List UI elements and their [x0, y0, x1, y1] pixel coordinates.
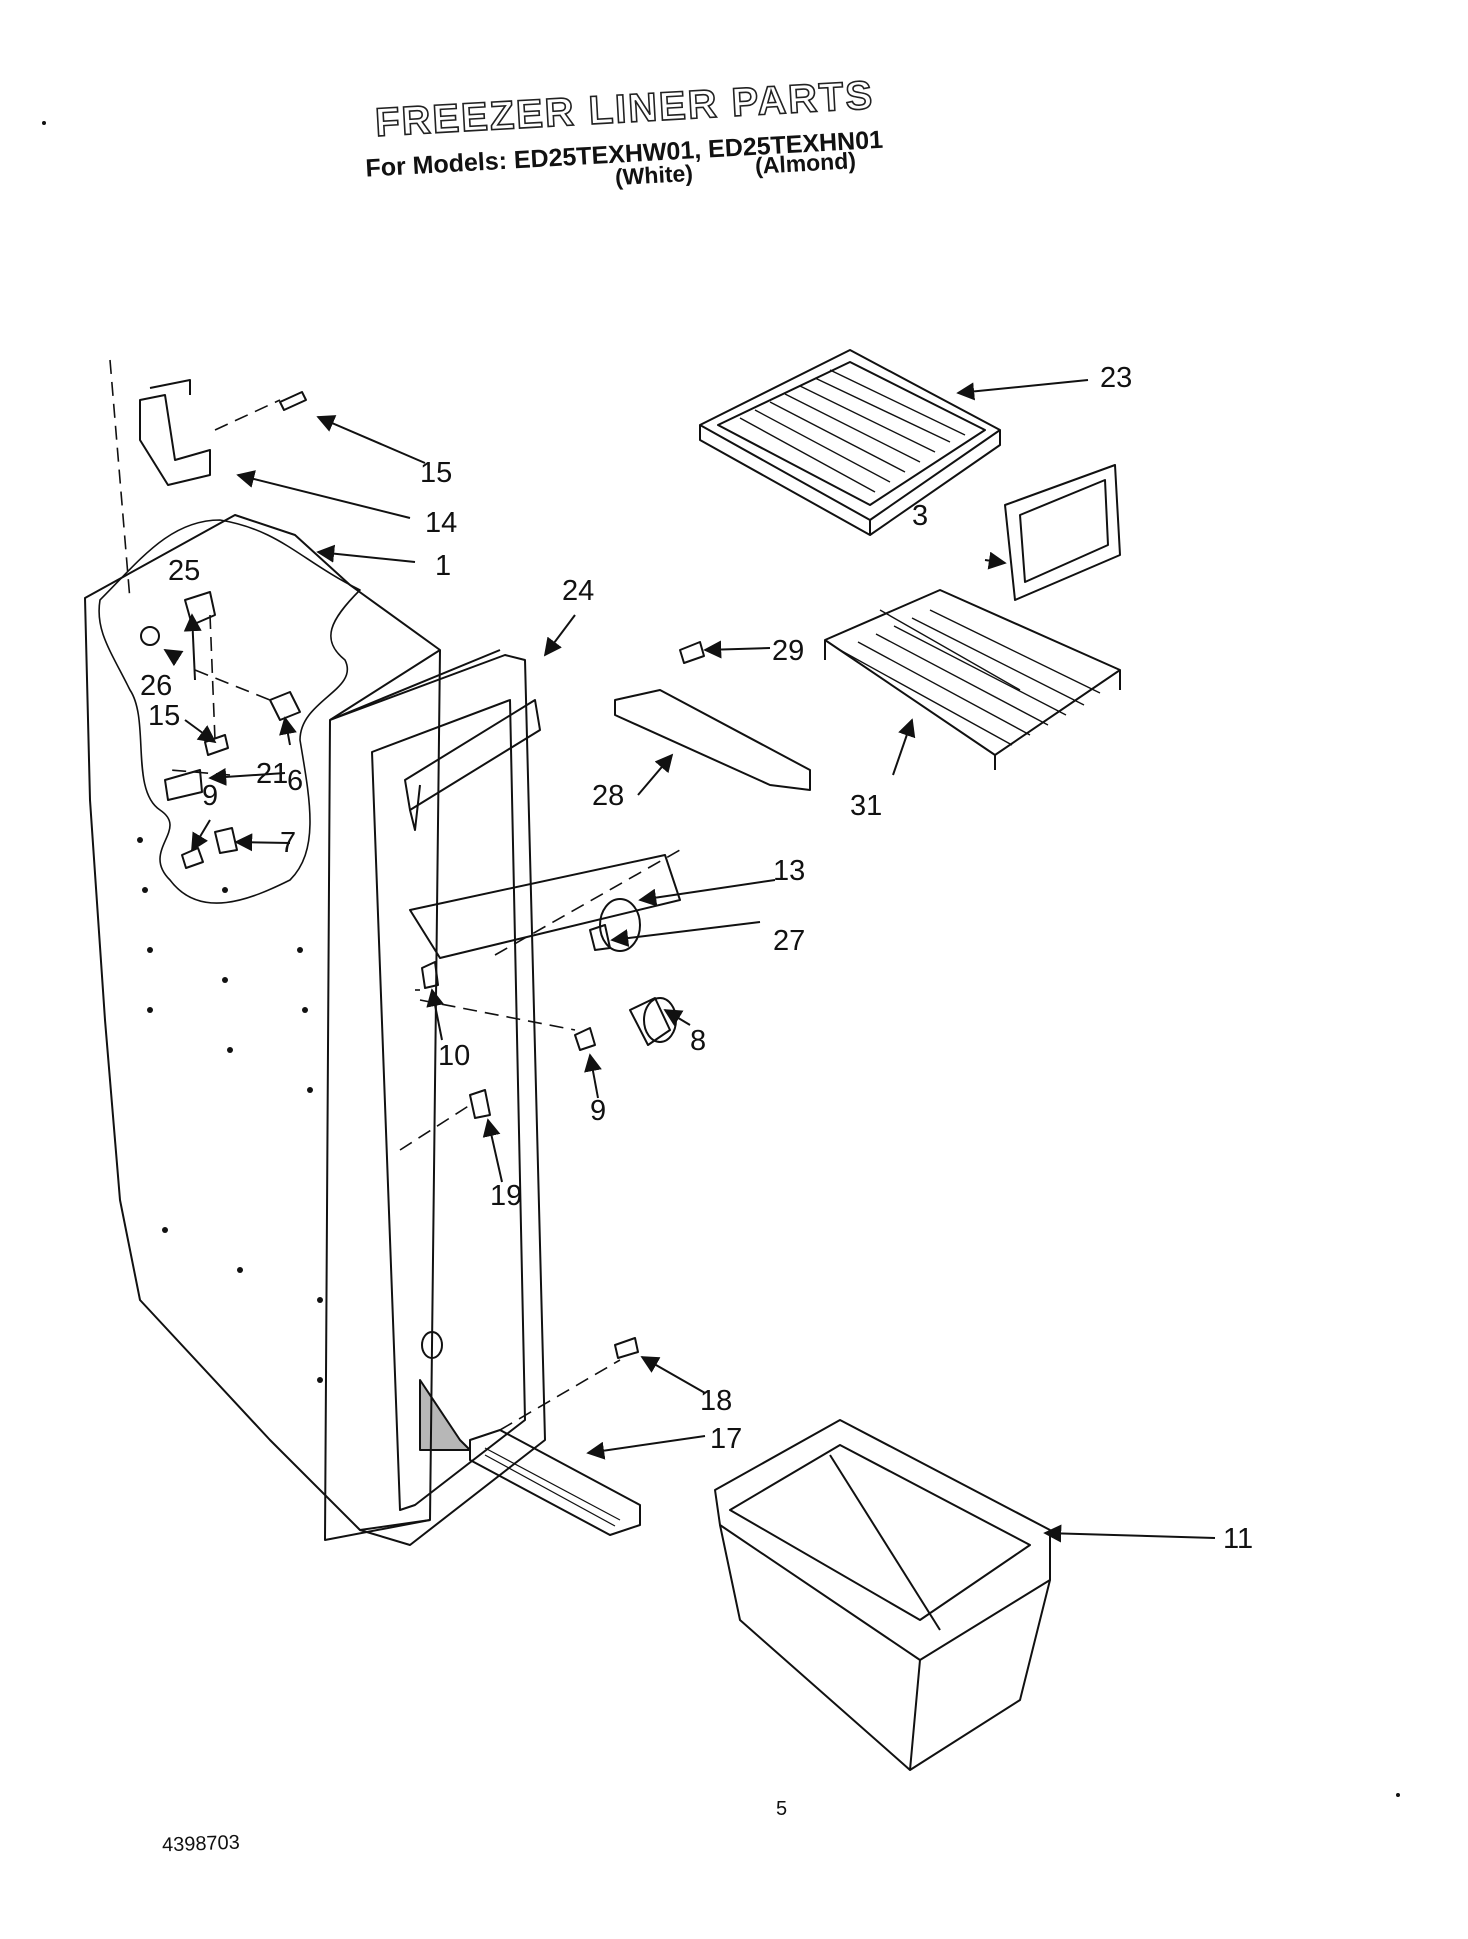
callout-18: 18: [700, 1385, 732, 1417]
callout-26: 26: [140, 670, 172, 702]
callout-10: 10: [438, 1040, 470, 1072]
screw-9-lower: [574, 1027, 596, 1051]
callout-19: 19: [490, 1180, 522, 1212]
callout-24: 24: [562, 575, 594, 607]
callout-21: 21: [256, 758, 288, 790]
callout-25: 25: [168, 555, 200, 587]
clip-10: [421, 961, 439, 989]
screw-15-lower: [204, 734, 229, 756]
screw-27: [589, 924, 611, 951]
callout-14: 14: [425, 507, 457, 539]
callout-17: 17: [710, 1423, 742, 1455]
callout-9-upper: 9: [202, 780, 218, 812]
page-number: 5: [776, 1798, 788, 1820]
grille-17: [469, 1429, 641, 1536]
callout-29: 29: [772, 635, 804, 667]
part-6: [269, 691, 301, 721]
screw-18: [614, 1337, 639, 1359]
callout-13: 13: [773, 855, 805, 887]
callout-9-lower: 9: [590, 1095, 606, 1127]
callout-15-top: 15: [420, 457, 452, 489]
callout-11: 11: [1223, 1523, 1253, 1555]
damper-8: [629, 997, 671, 1046]
callout-6: 6: [287, 765, 303, 797]
callout-31: 31: [850, 790, 882, 822]
fan-plate: [409, 854, 681, 959]
part-21: [164, 769, 203, 801]
part-7: [214, 827, 238, 854]
callout-27: 27: [773, 925, 805, 957]
screw-29: [679, 641, 705, 664]
callout-3: 3: [912, 500, 928, 532]
front-flange: [329, 654, 546, 1546]
cutaway-outline: [98, 519, 361, 904]
clip-19: [469, 1089, 491, 1119]
shelf-support-28: [614, 689, 811, 791]
screw-15-top: [279, 391, 307, 411]
document-number: 4398703: [161, 1831, 241, 1857]
shelf-front-3: [1004, 464, 1121, 601]
callout-8: 8: [690, 1025, 706, 1057]
bracket-14: [139, 394, 211, 486]
screw-9-upper: [181, 847, 204, 869]
freezer-liner-body: [84, 514, 441, 1531]
callout-7: 7: [280, 827, 296, 859]
light-bulb-25: [140, 626, 160, 646]
callout-1: 1: [435, 550, 451, 582]
wire-shelf-31: [824, 589, 1121, 756]
callout-23: 23: [1100, 362, 1132, 394]
insert-plate-24: [404, 699, 541, 811]
callout-15-lower: 15: [148, 700, 180, 732]
callout-28: 28: [592, 780, 624, 812]
fan-grommet-13: [599, 898, 641, 952]
